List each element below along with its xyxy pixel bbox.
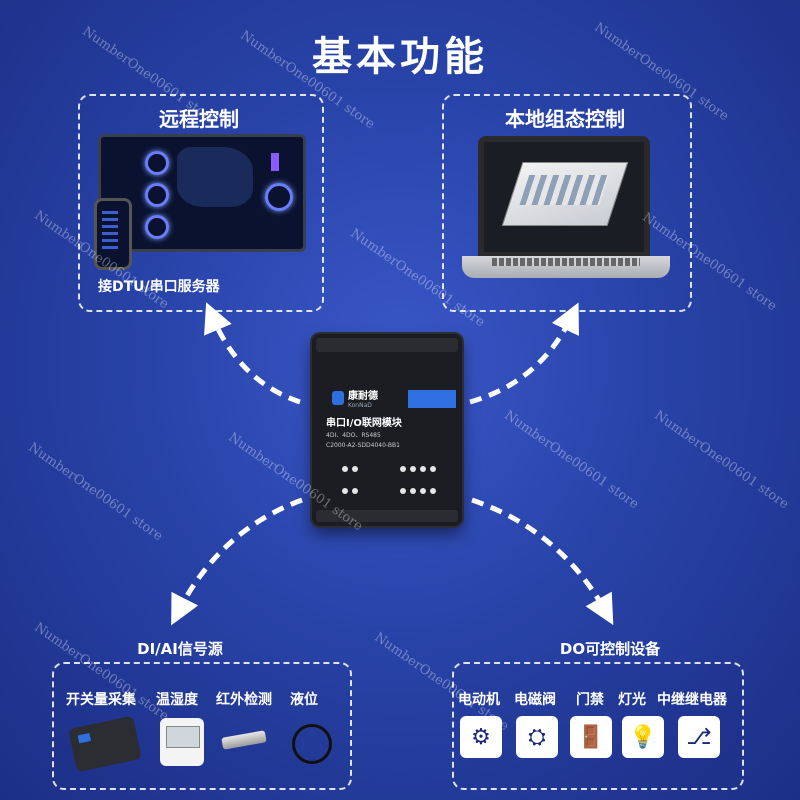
top-terminals <box>316 338 458 352</box>
phone-screen-bars <box>102 211 118 251</box>
input-item-level: 液位 <box>290 692 318 708</box>
do-led <box>410 488 416 494</box>
di-led <box>430 466 436 472</box>
brand-logo: 康耐德 KonNaD <box>332 386 418 410</box>
do-led <box>420 488 426 494</box>
laptop-scada-image <box>478 136 650 258</box>
di-led <box>410 466 416 472</box>
logo-mark-icon <box>332 391 344 405</box>
door-access-icon: 🚪 <box>570 716 612 758</box>
bottom-terminals <box>316 510 458 522</box>
map-area <box>177 147 253 207</box>
level-sensor-image <box>292 724 332 764</box>
brand-cn: 康耐德 <box>348 391 378 402</box>
sensor-logo-icon <box>77 733 92 744</box>
remote-control-label: 远程控制 <box>159 107 239 131</box>
brand-en: KonNaD <box>348 402 372 409</box>
status-led <box>342 466 348 472</box>
io-module-device: 康耐德 KonNaD 串口I/O联网模块 4DI、4DO、RS485 C2000… <box>312 334 462 526</box>
remote-control-panel <box>78 94 324 312</box>
do-led <box>430 488 436 494</box>
txd-led <box>342 488 348 494</box>
remote-caption: 接DTU/串口服务器 <box>98 279 220 295</box>
local-config-label: 本地组态控制 <box>505 107 625 131</box>
gauge-ring <box>145 215 169 239</box>
outputs-label: DO可控制设备 <box>559 640 661 658</box>
dashboard-tablet-image <box>98 134 306 252</box>
input-item-infrared: 红外检测 <box>216 692 272 708</box>
page-title: 基本功能 <box>312 34 488 80</box>
output-item-motor: 电动机 <box>458 692 500 708</box>
motor-icon: ⚙ <box>460 716 502 758</box>
input-item-temp-humidity: 温湿度 <box>156 692 198 708</box>
product-spec: 4DI、4DO、RS485 <box>326 432 381 439</box>
rxd-led <box>352 488 358 494</box>
inputs-label: DI/AI信号源 <box>137 640 223 658</box>
blue-stripe <box>408 390 456 408</box>
laptop-keyboard <box>492 258 640 266</box>
output-item-valve: 电磁阀 <box>514 692 556 708</box>
relay-icon: ⎇ <box>678 716 720 758</box>
product-model: C2000-A2-SDD4040-BB1 <box>326 442 400 449</box>
di-led <box>400 466 406 472</box>
temp-humidity-sensor-image <box>160 718 204 766</box>
status-led <box>352 466 358 472</box>
arrow-to-inputs <box>171 497 303 626</box>
laptop-base <box>462 256 670 278</box>
status-bar <box>271 153 279 171</box>
mobile-phone-image <box>94 198 132 270</box>
solenoid-valve-icon: ⛭ <box>516 716 558 758</box>
product-name: 串口I/O联网模块 <box>326 418 402 429</box>
output-item-door: 门禁 <box>576 692 604 708</box>
gauge-ring <box>145 151 169 175</box>
arrow-to-local <box>469 302 579 405</box>
output-item-relay: 中继继电器 <box>657 692 727 708</box>
di-led <box>420 466 426 472</box>
outputs-panel <box>452 662 744 790</box>
do-led <box>400 488 406 494</box>
input-item-switch: 开关量采集 <box>66 692 136 708</box>
arrow-to-outputs <box>471 497 614 626</box>
gauge-ring <box>145 183 169 207</box>
inputs-panel <box>52 662 352 790</box>
arrow-to-remote <box>204 302 301 405</box>
lightbulb-icon: 💡 <box>622 716 664 758</box>
gauge-ring <box>265 183 293 211</box>
output-item-light: 灯光 <box>618 692 646 708</box>
sensor-display <box>166 726 200 748</box>
